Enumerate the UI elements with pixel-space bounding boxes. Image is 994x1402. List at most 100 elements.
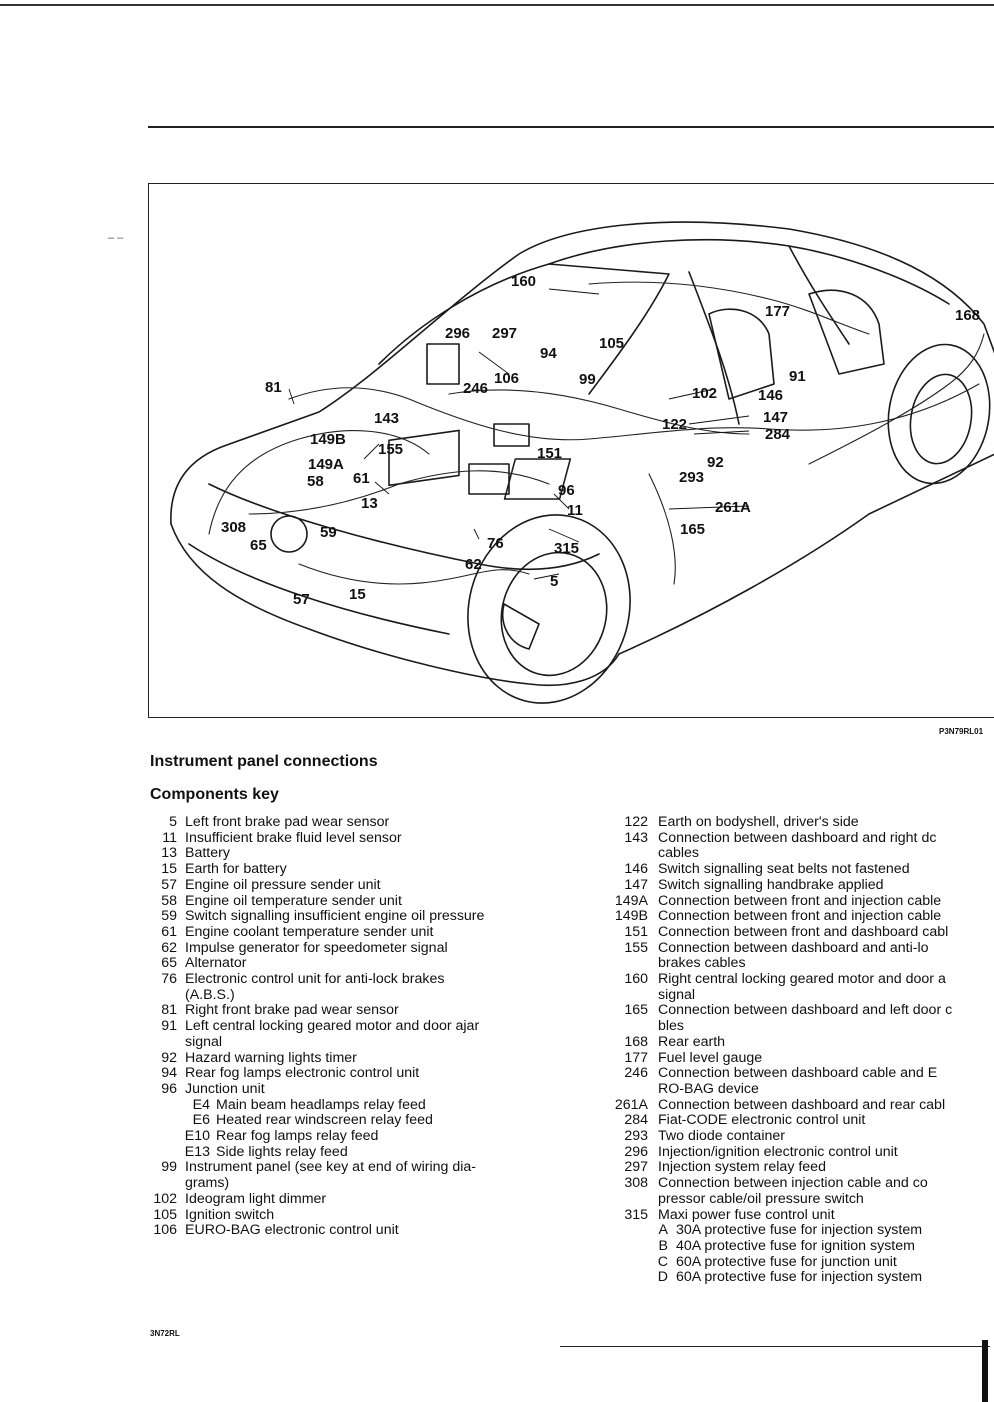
callout-label: 76 [487,535,504,552]
key-item-number: 58 [161,892,177,909]
callout-label: 122 [662,416,688,433]
key-item-number: 99 [161,1159,177,1176]
key-item-continuation: signal [150,1034,550,1051]
key-item-text: Left central locking geared motor and do… [185,1018,480,1035]
callout-label: 65 [250,537,267,554]
callout-label: 261A [715,499,751,516]
harness-engine [248,470,550,515]
key-item-text: brakes cables [658,955,746,972]
section-heading: Instrument panel connections [150,753,378,770]
key-item-number: 293 [624,1128,648,1145]
callout-label: 146 [758,387,784,404]
callout-label: 94 [540,345,557,362]
key-item-number: 160 [624,971,648,988]
harness-dash [448,389,750,435]
front-wheel-arch [467,514,631,704]
key-item-number: 81 [161,1002,177,1019]
key-item-text: Engine coolant temperature sender unit [185,923,434,940]
key-item-text: Earth on bodyshell, driver's side [658,815,859,830]
top-rule [0,4,994,6]
key-item-text: Switch signalling seat belts not fastene… [658,861,910,878]
key-item-number: 106 [153,1222,177,1239]
key-item-number: 297 [624,1159,648,1176]
key-item-text: pressor cable/oil pressure switch [658,1190,864,1207]
key-item-number: 284 [624,1112,648,1129]
callout-label: 165 [680,521,706,538]
key-item-number: 5 [169,814,177,830]
key-item-number: 76 [161,971,177,988]
key-item-text: Engine oil pressure sender unit [185,876,381,893]
harness-lower [298,563,530,585]
key-item-number: E13 [184,1143,210,1160]
euro-bag-box-shape [493,423,530,447]
key-item-text: Alternator [185,955,247,972]
key-item-text: cables [658,845,700,862]
key-item-number: 165 [624,1002,648,1019]
key-item-text: Switch signalling handbrake applied [658,876,884,893]
seat-outline [708,308,775,400]
key-item-continuation: bles [606,1018,994,1035]
key-item-number: B [658,1237,668,1254]
callout-label: 293 [679,469,705,486]
key-item-number: 59 [161,908,177,925]
alternator-shape [270,515,308,553]
key-item-text: Connection between dashboard and left do… [658,1002,953,1019]
harness-main [288,383,980,441]
callout-label: 168 [955,307,981,324]
key-item-number: 147 [624,876,648,893]
key-item-text: Impulse generator for speedometer signal [185,939,448,956]
callout-label: 308 [221,519,247,536]
key-item-text: Connection between dashboard and rear ca… [658,1096,946,1113]
key-item-text: grams) [185,1175,230,1192]
key-item-number: 57 [161,876,177,893]
callout-label: 57 [293,591,310,608]
key-item-number: 315 [624,1206,648,1223]
callout-label: 99 [579,371,596,388]
callout-label: 147 [763,409,789,426]
key-item-text: Connection between dashboard and anti-lo [658,939,929,956]
key-item-text: signal [658,986,696,1003]
callout-label: 102 [692,385,718,402]
key-item-text: Main beam headlamps relay feed [216,1096,426,1113]
key-item-text: Connection between front and dashboard c… [658,923,949,940]
key-item-number: 261A [614,1096,648,1113]
callout-label: 143 [374,410,400,427]
key-item: 76 Electronic control unit for anti-lock … [150,971,550,988]
key-item-text: Electronic control unit for anti-lock br… [185,971,445,988]
key-item-number: A [658,1222,668,1239]
wiring-diagram-figure: 160 177 168 296 297 94 105 106 246 99 81… [148,183,994,718]
callout-label: 155 [378,441,404,458]
key-item-number: 168 [624,1033,648,1050]
brake-caliper-shape [502,603,540,650]
callout-label: 59 [320,524,337,541]
key-item-text: RO-BAG device [658,1080,759,1097]
key-item-number: 296 [624,1143,648,1160]
callout-label: 106 [494,370,520,387]
rear-wheel-arch [887,343,991,485]
key-item-text: Connection between dashboard cable and E [658,1065,938,1082]
key-item: 165 Connection between dashboard and left… [606,1003,994,1019]
key-item-number: C [657,1253,668,1270]
